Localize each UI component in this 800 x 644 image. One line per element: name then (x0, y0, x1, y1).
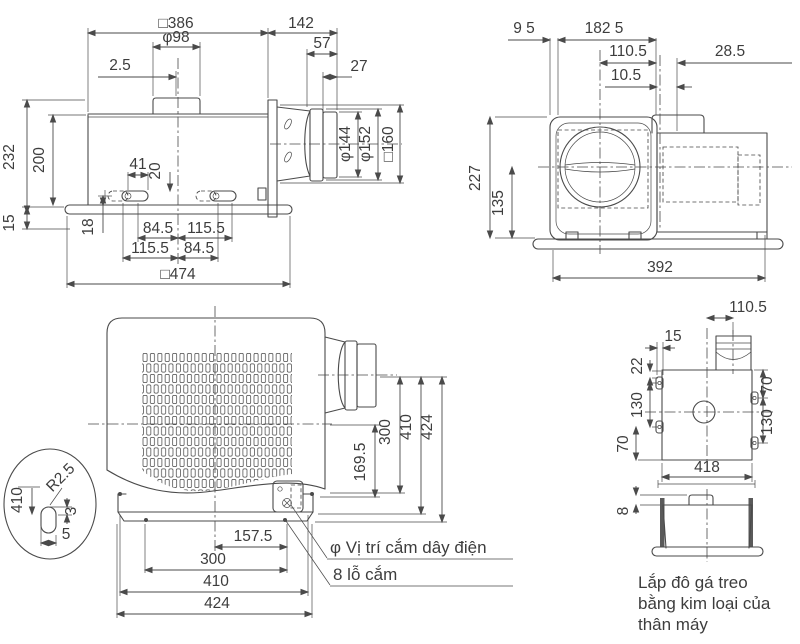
dim-label-18: 18 (80, 218, 97, 235)
housing-top (661, 369, 753, 461)
mounting-slots (98, 190, 237, 202)
top-view: 110.5 15 22 130 70 70 130 418 (615, 299, 776, 482)
top-duct (715, 335, 752, 371)
side-elevation-view: □386 142 φ98 57 2.5 27 232 200 15 18 41 … (1, 15, 404, 288)
dim-label-84-5a: 84.5 (143, 220, 173, 237)
housing-tab (651, 114, 705, 134)
dim-label-424v: 424 (419, 414, 436, 440)
motor-housing (656, 132, 768, 233)
dim-label-110-5t: 110.5 (729, 299, 767, 316)
fan-housing-front (549, 116, 658, 241)
terminal-box (272, 480, 304, 513)
fan-body-outline (106, 317, 326, 490)
dim-label-232: 232 (1, 144, 18, 170)
dim-label-410v: 410 (398, 414, 415, 440)
dim-label-28-5: 28.5 (715, 43, 745, 60)
dim-label-392: 392 (647, 259, 673, 276)
side-duct-outlet (276, 106, 338, 182)
dim-label-130l: 130 (629, 392, 646, 418)
ceiling-flange-front (532, 238, 784, 250)
dim-label-115-5a: 115.5 (187, 220, 225, 237)
motor-shaft-hole (692, 400, 716, 424)
caption-line-3: thân máy (638, 615, 708, 634)
dim-label-22: 22 (629, 357, 646, 374)
side-mount-plate (267, 99, 278, 218)
dim-label-424b: 424 (204, 595, 230, 612)
fan-opening-inner (564, 131, 636, 203)
callout-8-holes: 8 lỗ cắm (333, 565, 397, 584)
dim-label-110-5f: 110.5 (609, 43, 647, 60)
dim-label-70r: 70 (759, 376, 776, 394)
dim-label-sq474: □474 (160, 266, 196, 283)
plug-hole-dot (310, 492, 314, 496)
dim-label-20: 20 (147, 162, 164, 180)
dim-label-227: 227 (467, 165, 484, 191)
dim-label-135: 135 (490, 190, 507, 216)
dim-label-57: 57 (313, 35, 330, 52)
dim-label-15t: 15 (664, 328, 681, 345)
detail-slot (40, 506, 57, 534)
grille-perforation (142, 352, 292, 492)
dim-label-det5: 5 (62, 526, 71, 543)
bottom-duct-outlet (324, 336, 377, 414)
fan-opening-outer (559, 126, 641, 208)
dim-label-130r: 130 (759, 409, 776, 435)
plug-hole-dot (118, 492, 122, 496)
slot-detail-circle: 410 R2.5 3 5 (3, 448, 97, 560)
dim-label-70l: 70 (615, 435, 632, 453)
dim-label-phi144: φ144 (337, 126, 354, 162)
dim-label-27: 27 (350, 58, 367, 75)
break-line (106, 469, 326, 494)
dim-label-300b: 300 (200, 551, 226, 568)
hanger-bracket-view: 8 Lắp đô gá treo bằng kim loại của thân … (615, 480, 771, 634)
dim-label-9-5: 9 5 (513, 20, 535, 37)
dim-label-142: 142 (288, 15, 314, 32)
dim-label-8: 8 (615, 507, 632, 516)
dim-label-300v: 300 (377, 419, 394, 445)
bottom-grille-view: 169.5 300 410 424 157.5 300 410 424 φ Vị… (3, 306, 513, 618)
dim-label-200: 200 (31, 147, 48, 173)
top-duct-collar (152, 97, 201, 115)
dim-label-sq160: □160 (380, 126, 397, 162)
caption-line-2: bằng kim loại của (638, 594, 771, 613)
plug-hole-dot (144, 518, 148, 522)
dim-label-10-5: 10.5 (611, 67, 641, 84)
knockout-hole (282, 498, 292, 508)
dim-label-157-5: 157.5 (234, 528, 273, 545)
dim-label-sq386: □386 (158, 15, 193, 32)
dim-label-84-5b: 84.5 (184, 240, 214, 257)
dim-label-115-5b: 115.5 (131, 240, 169, 257)
metal-hanger-left (660, 498, 665, 547)
callout-plug-position: φ Vị trí cắm dây điện (330, 538, 487, 557)
dim-label-15: 15 (1, 214, 18, 231)
dim-label-det410: 410 (9, 487, 26, 513)
dim-label-phi152: φ152 (357, 126, 374, 162)
dim-label-2-5: 2.5 (109, 57, 131, 74)
dim-label-det3: 3 (63, 507, 80, 516)
ceiling-flange (64, 204, 293, 215)
corner-bracket (257, 187, 267, 201)
dim-label-418: 418 (694, 459, 720, 476)
bracket-tab (688, 494, 714, 506)
dim-label-182-5: 182 5 (585, 20, 624, 37)
front-elevation-view: 9 5 182 5 110.5 28.5 10.5 227 135 392 (467, 20, 792, 282)
caption-line-1: Lắp đô gá treo (638, 573, 748, 592)
mounting-tabs (655, 376, 759, 450)
bracket-flange (651, 546, 764, 557)
dim-label-410b: 410 (203, 573, 229, 590)
dim-label-41: 41 (129, 156, 146, 173)
dim-label-phi98: φ98 (162, 29, 189, 46)
dim-label-169-5: 169.5 (352, 443, 369, 482)
bracket-body (662, 504, 753, 549)
bottom-frame (117, 493, 314, 522)
